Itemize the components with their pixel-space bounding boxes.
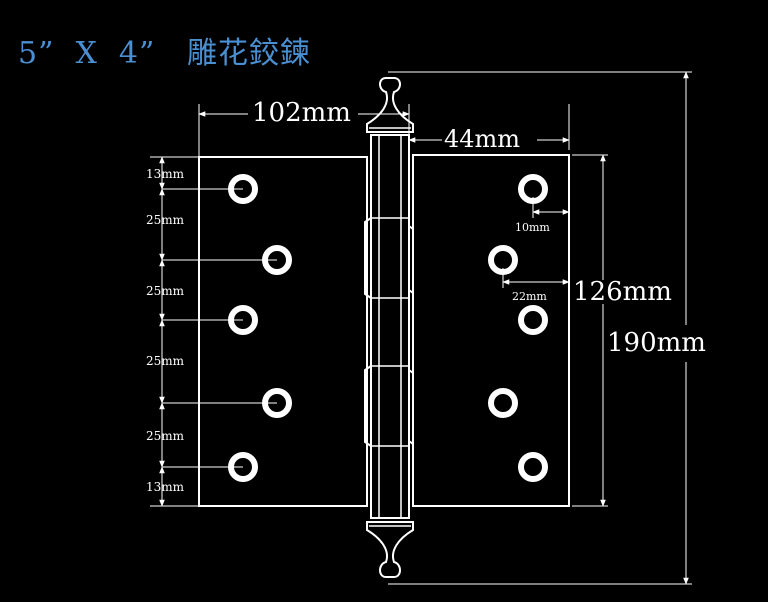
label-height-total: 190mm — [607, 328, 706, 358]
label-spacing-3: 25mm — [146, 354, 185, 368]
finial-top — [366, 77, 414, 133]
diagram-title: 5” X 4” 雕花鉸鍊 — [18, 36, 311, 71]
finial-bottom — [366, 521, 414, 578]
label-spacing-end-bottom: 13mm — [146, 480, 185, 494]
screw-holes — [228, 174, 548, 482]
screw-hole — [488, 388, 518, 418]
label-spacing-2: 25mm — [146, 284, 185, 298]
left-leaf — [198, 156, 368, 507]
label-spacing-1: 25mm — [146, 213, 185, 227]
label-hole-row: 22mm — [512, 290, 547, 303]
label-spacing-4: 25mm — [146, 429, 185, 443]
label-spacing-end-top: 13mm — [146, 167, 185, 181]
hinge-barrel — [370, 134, 410, 519]
label-width-total: 102mm — [252, 98, 351, 128]
screw-hole — [518, 305, 548, 335]
right-leaf — [412, 154, 570, 507]
label-height-leaf: 126mm — [573, 277, 672, 307]
label-leaf-width: 44mm — [444, 125, 521, 153]
knuckle-bottom — [364, 365, 414, 447]
screw-hole — [518, 452, 548, 482]
label-hole-edge: 10mm — [515, 221, 550, 234]
knuckle-top — [364, 217, 414, 299]
